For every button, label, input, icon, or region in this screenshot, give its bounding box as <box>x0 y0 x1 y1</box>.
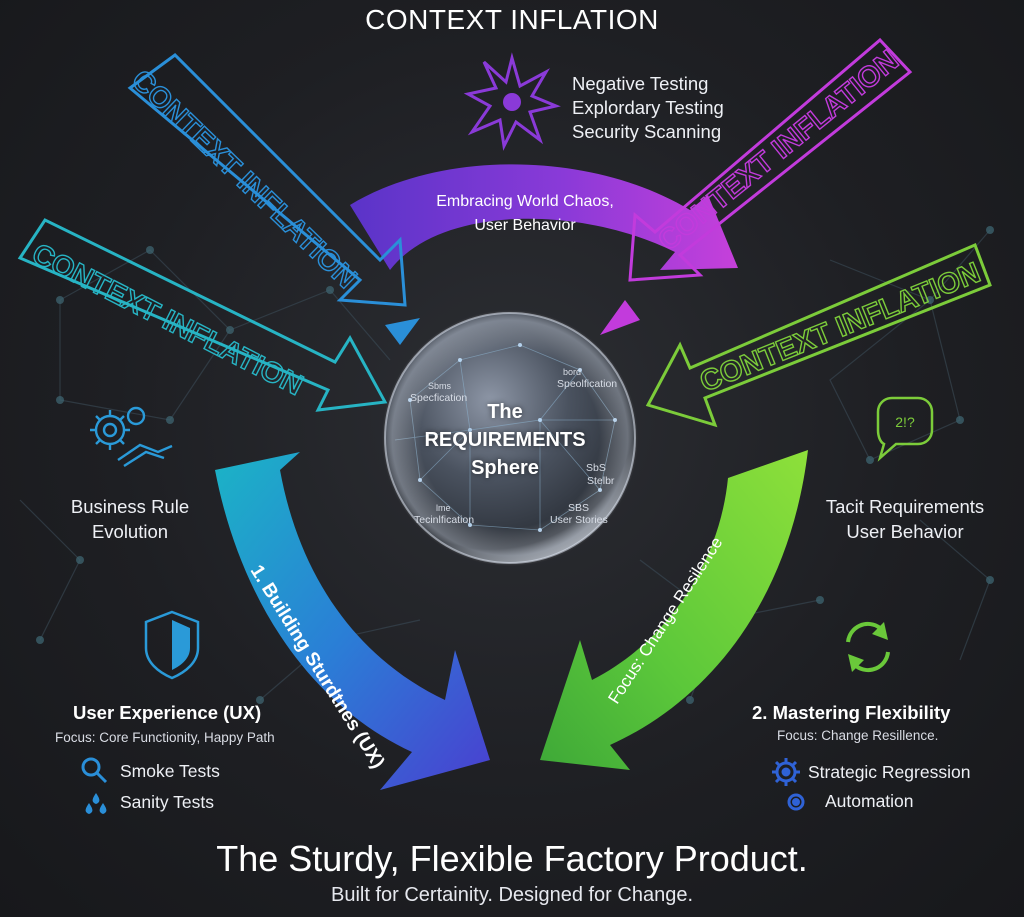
left-block-title: User Experience (UX) <box>73 702 262 723</box>
right-cycle-arrow <box>540 450 808 770</box>
recycle-icon <box>846 621 890 673</box>
tacit-requirements-label: Tacit Requirements User Behavior <box>825 496 985 542</box>
list-item: Security Scanning <box>572 121 722 142</box>
gear-small-icon <box>787 793 805 811</box>
gear-icon <box>772 758 800 786</box>
test-item-sanity: Sanity Tests <box>120 792 215 812</box>
gears-handshake-icon <box>90 406 173 468</box>
list-item: Negative Testing <box>572 73 709 94</box>
test-item-smoke: Smoke Tests <box>120 761 220 781</box>
testing-list-top: Negative Testing Explordary Testing Secu… <box>572 72 724 144</box>
burst-icon <box>463 52 561 151</box>
background-network-nodes <box>36 226 994 704</box>
context-arrow-top-right <box>628 37 913 282</box>
sphere-label: Tecinlfication <box>414 514 475 526</box>
sphere-label: lme <box>436 503 451 513</box>
left-block-focus: Focus: Core Functionity, Happy Path <box>55 730 275 745</box>
list-item: Explordary Testing <box>572 97 724 118</box>
arrow-tip-blue <box>385 318 420 345</box>
top-cycle-arrow <box>350 164 738 270</box>
test-item-regression: Strategic Regression <box>808 762 971 782</box>
speech-bubble-icon: 2!? <box>876 396 934 462</box>
right-block-title: 2. Mastering Flexibility <box>752 702 951 723</box>
sphere-label: Specfication <box>410 392 468 404</box>
sphere-label: Sbms <box>428 381 452 391</box>
context-arrow-mid-left <box>17 218 388 412</box>
top-arc-label: Embracing World Chaos, User Behavior <box>436 193 614 234</box>
context-arrow-mid-right <box>645 242 992 428</box>
shield-icon <box>144 610 200 680</box>
sphere-title: The REQUIREMENTS Sphere <box>424 401 586 479</box>
left-cycle-arrow <box>215 452 490 790</box>
sphere-label: Speolfication <box>557 378 618 390</box>
arrow-label-mid-left: CONTEXT INFLATION <box>27 238 308 402</box>
arrow-label-mid-right: CONTEXT INFLATION <box>696 257 985 399</box>
drops-icon <box>85 793 107 814</box>
test-item-automation: Automation <box>825 791 914 811</box>
business-rule-label: Business Rule Evolution <box>70 496 190 542</box>
sphere-label: SBS <box>568 502 590 514</box>
sphere-label: bord <box>563 367 582 377</box>
top-title: CONTEXT INFLATION <box>365 4 659 35</box>
sphere-label: Stelbr <box>587 475 615 487</box>
right-block-focus: Focus: Change Resillence. <box>777 728 939 743</box>
arrow-tip-magenta <box>600 300 640 335</box>
footer-subtitle: Built for Certainity. Designed for Chang… <box>330 884 694 906</box>
sphere-glow <box>382 310 638 566</box>
sphere-label: SbS <box>586 462 606 474</box>
context-arrow-top-left <box>127 53 407 307</box>
speech-bubble-text: 2!? <box>895 414 915 430</box>
footer-title: The Sturdy, Flexible Factory Product. <box>216 838 808 879</box>
search-icon <box>81 757 108 784</box>
sphere-label: User Stories <box>550 514 608 526</box>
